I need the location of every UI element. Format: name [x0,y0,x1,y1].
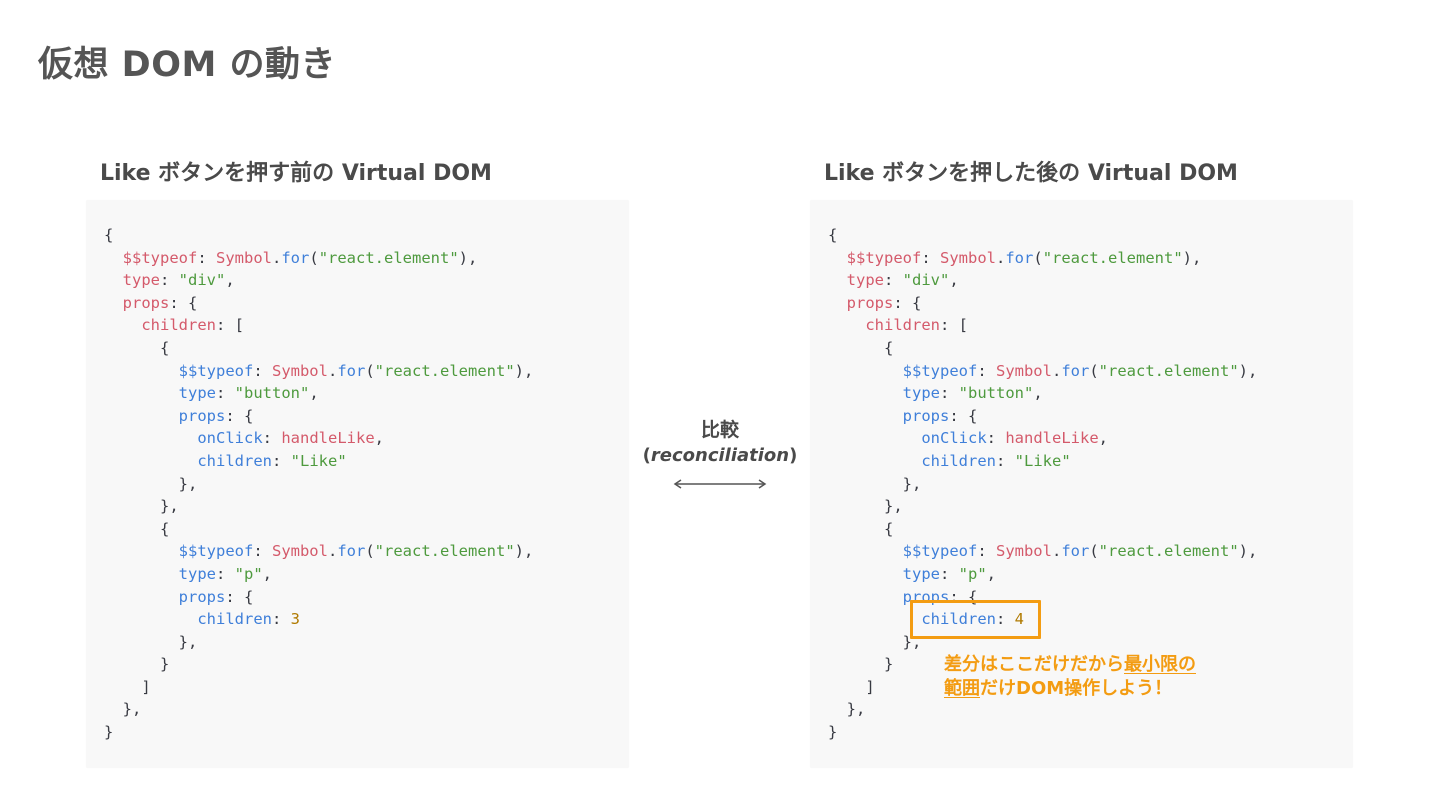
double-arrow-icon [673,479,767,489]
right-panel-heading: Like ボタンを押した後の Virtual DOM [824,161,1238,186]
reconciliation-label: (reconciliation) [642,445,798,466]
left-children-value: 3 [290,610,300,629]
left-code-block: { $$typeof: Symbol.for("react.element"),… [104,226,534,742]
right-code-block: { $$typeof: Symbol.for("react.element"),… [828,226,1258,742]
page-title: 仮想 DOM の動き [38,45,337,85]
diff-highlight-box [910,600,1041,639]
left-code-panel: { $$typeof: Symbol.for("react.element"),… [86,200,629,768]
right-code-panel: { $$typeof: Symbol.for("react.element"),… [810,200,1353,768]
compare-label: 比較 [700,419,739,441]
left-panel-heading: Like ボタンを押す前の Virtual DOM [100,161,492,186]
diff-note: 差分はここだけだから最小限の 範囲だけDOM操作しよう！ [944,654,1196,699]
right-children-value: 4 [1014,610,1024,629]
compare-label-group: 比較 (reconciliation) [640,417,800,469]
